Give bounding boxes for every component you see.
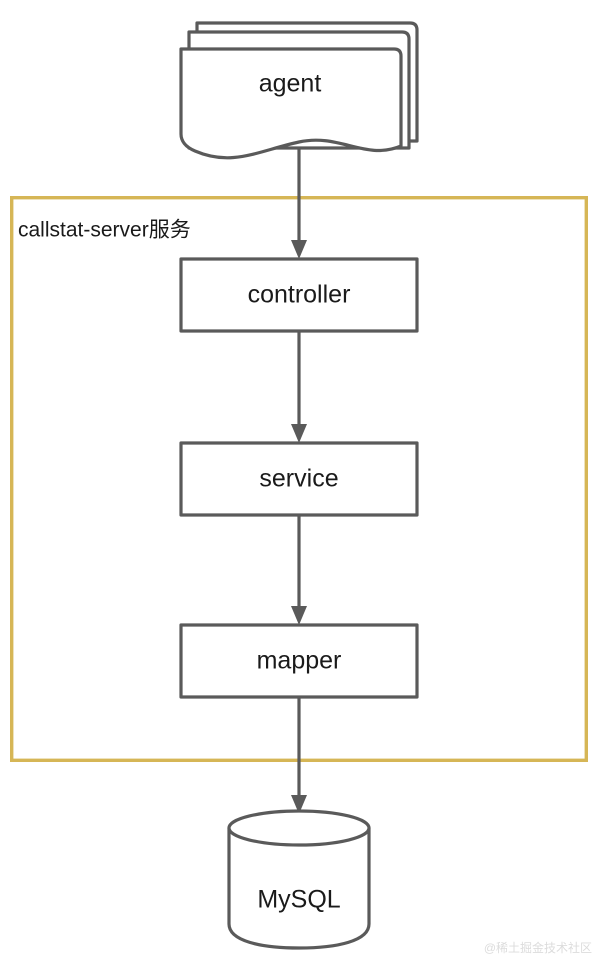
- controller-label: controller: [248, 281, 351, 309]
- mapper-label: mapper: [257, 647, 342, 675]
- arrowhead-mapper-mysql: [291, 795, 307, 814]
- node-mysql[interactable]: MySQL: [227, 809, 371, 950]
- group-label: callstat-server服务: [18, 219, 191, 242]
- mysql-cylinder-body: [227, 826, 371, 950]
- edge-controller-to-service[interactable]: [291, 331, 307, 443]
- service-label: service: [259, 465, 338, 493]
- node-mapper[interactable]: mapper: [179, 623, 419, 699]
- mysql-cylinder-top: [227, 809, 371, 847]
- node-agent[interactable]: agent: [179, 21, 419, 160]
- node-controller[interactable]: controller: [179, 257, 419, 333]
- edge-agent-to-controller[interactable]: [291, 140, 307, 259]
- edge-mapper-to-mysql[interactable]: [291, 697, 307, 814]
- watermark: @稀土掘金技术社区: [484, 940, 592, 955]
- mysql-label: MySQL: [257, 886, 340, 914]
- arrowhead-agent-controller: [291, 240, 307, 259]
- agent-label: agent: [259, 70, 322, 98]
- agent-document-sheet-front: [179, 47, 403, 160]
- node-service[interactable]: service: [179, 441, 419, 517]
- service-box: [179, 441, 419, 517]
- edge-service-to-mapper[interactable]: [291, 515, 307, 625]
- arrowhead-service-mapper: [291, 606, 307, 625]
- arrowhead-controller-service: [291, 424, 307, 443]
